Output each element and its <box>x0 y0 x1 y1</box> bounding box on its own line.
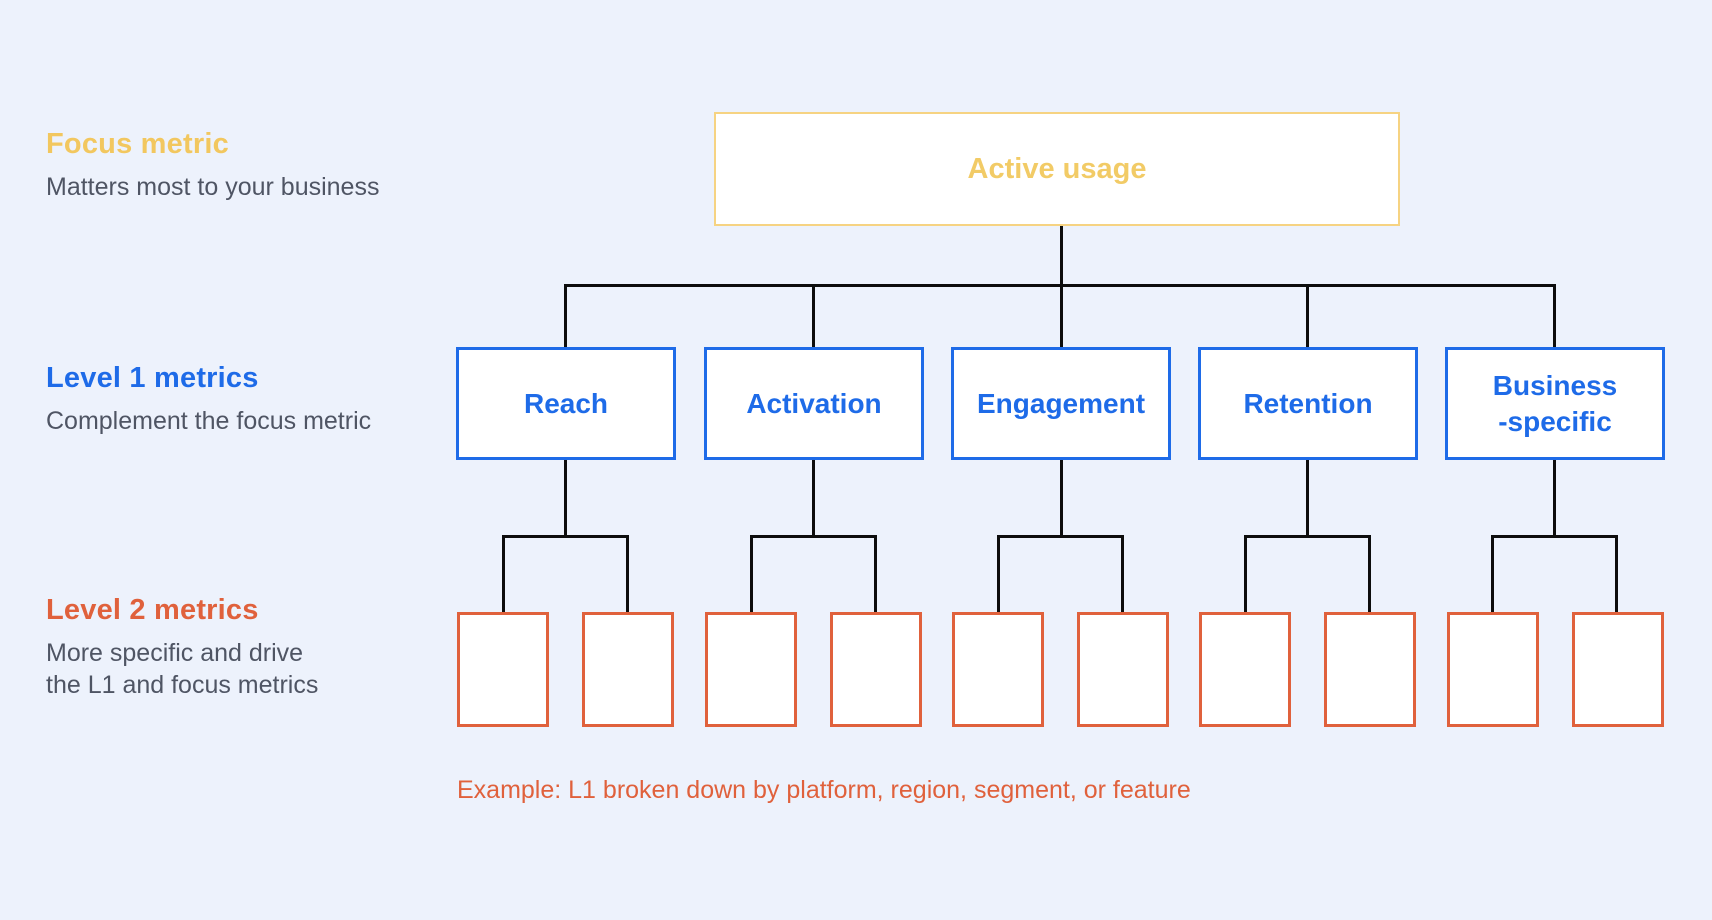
connector-line <box>502 535 505 612</box>
level1-metrics-subtitle: Complement the focus metric <box>46 407 372 436</box>
connector-line <box>1553 460 1556 536</box>
connector-line <box>1060 460 1063 536</box>
level1-metrics-title: Level 1 metrics <box>46 362 259 394</box>
connector-line <box>1306 284 1309 347</box>
l2-box <box>705 612 797 727</box>
focus-metric-subtitle: Matters most to your business <box>46 173 380 202</box>
l2-box <box>582 612 674 727</box>
l2-box <box>1324 612 1416 727</box>
level2-metrics-subtitle: More specific and drive the L1 and focus… <box>46 639 319 700</box>
connector-line <box>812 460 815 536</box>
l2-box <box>457 612 549 727</box>
connector-line <box>626 535 629 612</box>
l2-box <box>1199 612 1291 727</box>
l2-box <box>1447 612 1539 727</box>
l2-box <box>1077 612 1169 727</box>
legend-level2-metrics: Level 2 metrics More specific and drive … <box>46 594 318 701</box>
connector-line <box>1244 535 1371 538</box>
connector-line <box>750 535 753 612</box>
l1-node-label: Reach <box>523 387 609 419</box>
connector-line <box>1553 284 1556 347</box>
l2-box <box>1572 612 1664 727</box>
connector-line <box>564 284 567 347</box>
connector-line <box>1615 535 1618 612</box>
l1-node-label: Engagement <box>976 387 1146 419</box>
l1-node-business-specific: Business -specific <box>1445 347 1665 460</box>
legend-level1-metrics: Level 1 metrics Complement the focus met… <box>46 362 371 437</box>
connector-line <box>1244 535 1247 612</box>
focus-node-active-usage: Active usage <box>714 112 1400 226</box>
l1-node-label: Activation <box>746 387 882 419</box>
l1-node-label: Retention <box>1243 387 1373 419</box>
connector-line <box>1060 284 1063 347</box>
connector-line <box>1306 460 1309 536</box>
connector-line <box>997 535 1000 612</box>
l1-node-reach: Reach <box>456 347 676 460</box>
l1-node-activation: Activation <box>704 347 924 460</box>
focus-node-label: Active usage <box>967 152 1147 185</box>
l2-box <box>952 612 1044 727</box>
l1-node-engagement: Engagement <box>951 347 1171 460</box>
legend-focus-metric: Focus metric Matters most to your busine… <box>46 128 379 203</box>
focus-metric-title: Focus metric <box>46 128 229 160</box>
connector-line <box>1491 535 1618 538</box>
example-caption: Example: L1 broken down by platform, reg… <box>457 776 1191 804</box>
connector-line <box>502 535 629 538</box>
l1-node-retention: Retention <box>1198 347 1418 460</box>
connector-line <box>1060 226 1063 286</box>
connector-line <box>1121 535 1124 612</box>
level2-metrics-title: Level 2 metrics <box>46 594 259 626</box>
connector-line <box>750 535 877 538</box>
connector-line <box>874 535 877 612</box>
connector-line <box>1368 535 1371 612</box>
connector-line <box>1491 535 1494 612</box>
connector-line <box>564 460 567 536</box>
l2-box <box>830 612 922 727</box>
connector-line <box>812 284 815 347</box>
l1-node-label: Business -specific <box>1492 369 1618 437</box>
connector-line <box>997 535 1124 538</box>
